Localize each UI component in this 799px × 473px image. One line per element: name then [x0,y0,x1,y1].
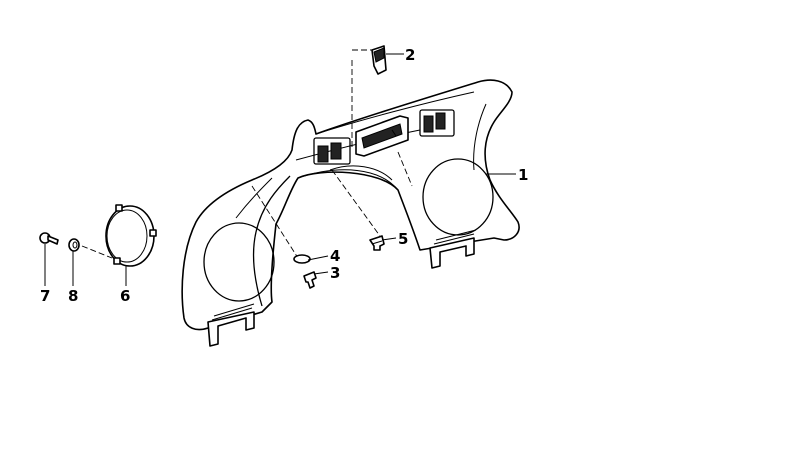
right-mount-bracket [429,229,477,269]
center-switch-housing [355,115,409,157]
left-mount-bracket [207,303,255,347]
left-speaker-opening [203,222,275,302]
speaker-cover-part-6 [105,204,157,267]
callout-3: 3 [330,264,340,282]
instrument-panel-cover [181,79,520,347]
callout-8: 8 [68,287,78,305]
assembly-lines [81,49,413,259]
callout-1: 1 [518,166,528,184]
screw-part-5 [369,235,385,251]
callout-5: 5 [398,230,408,248]
right-switch-group [419,109,455,137]
grommet-part-8 [68,238,80,252]
screw-part-7 [39,232,59,245]
callout-4: 4 [330,247,340,265]
callout-6: 6 [120,287,130,305]
callout-2: 2 [405,46,415,64]
washer-part-4 [293,254,311,264]
callout-labels: 1 2 3 4 5 6 7 8 [40,46,528,305]
leader-lines [44,53,516,286]
callout-7: 7 [40,287,50,305]
left-switch-group [313,137,351,165]
switch-cap-part-2 [371,45,387,75]
